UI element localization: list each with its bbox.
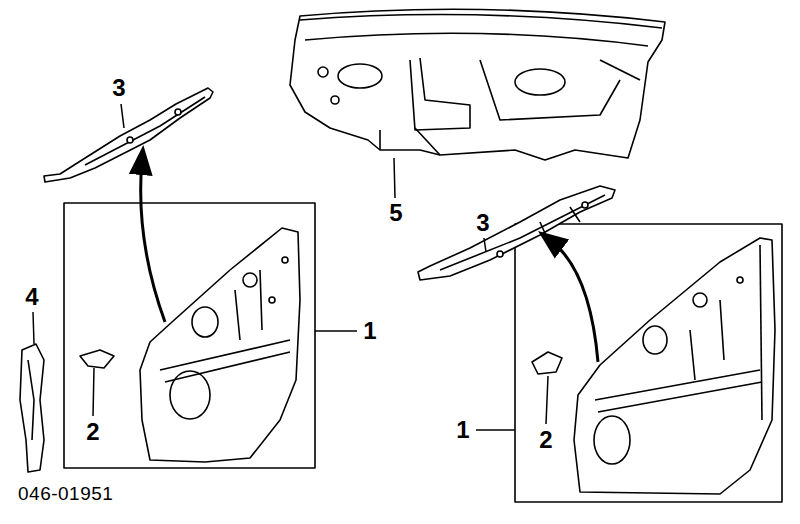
callout-number: 4 — [25, 285, 38, 309]
leader-line — [315, 330, 357, 332]
group-box — [515, 224, 782, 502]
callout-number: 3 — [112, 76, 125, 100]
callout-number: 5 — [389, 201, 402, 225]
diagram-code: 046-01951 — [18, 484, 113, 503]
leader-line — [33, 312, 34, 344]
leader-line — [394, 158, 395, 198]
leader-line — [121, 104, 124, 128]
callout-number: 1 — [456, 418, 469, 442]
apron-panel — [140, 228, 300, 462]
apron-panel — [574, 238, 775, 494]
group-box — [64, 203, 315, 468]
move-arrow — [141, 160, 165, 322]
callout-number: 3 — [476, 211, 489, 235]
bracket — [80, 350, 114, 368]
callout-number: 1 — [363, 319, 376, 343]
cowl-panel — [290, 9, 665, 160]
leader-line — [484, 238, 486, 252]
bracket — [532, 352, 562, 374]
move-arrow — [550, 240, 598, 362]
leader-line — [476, 429, 515, 431]
pillar-reinforcement — [20, 344, 44, 472]
leader-line — [93, 368, 94, 416]
leader-line — [546, 376, 548, 424]
upper-rail — [44, 88, 213, 182]
callout-number: 2 — [86, 420, 99, 444]
callout-number: 2 — [539, 428, 552, 452]
upper-rail — [418, 186, 615, 280]
